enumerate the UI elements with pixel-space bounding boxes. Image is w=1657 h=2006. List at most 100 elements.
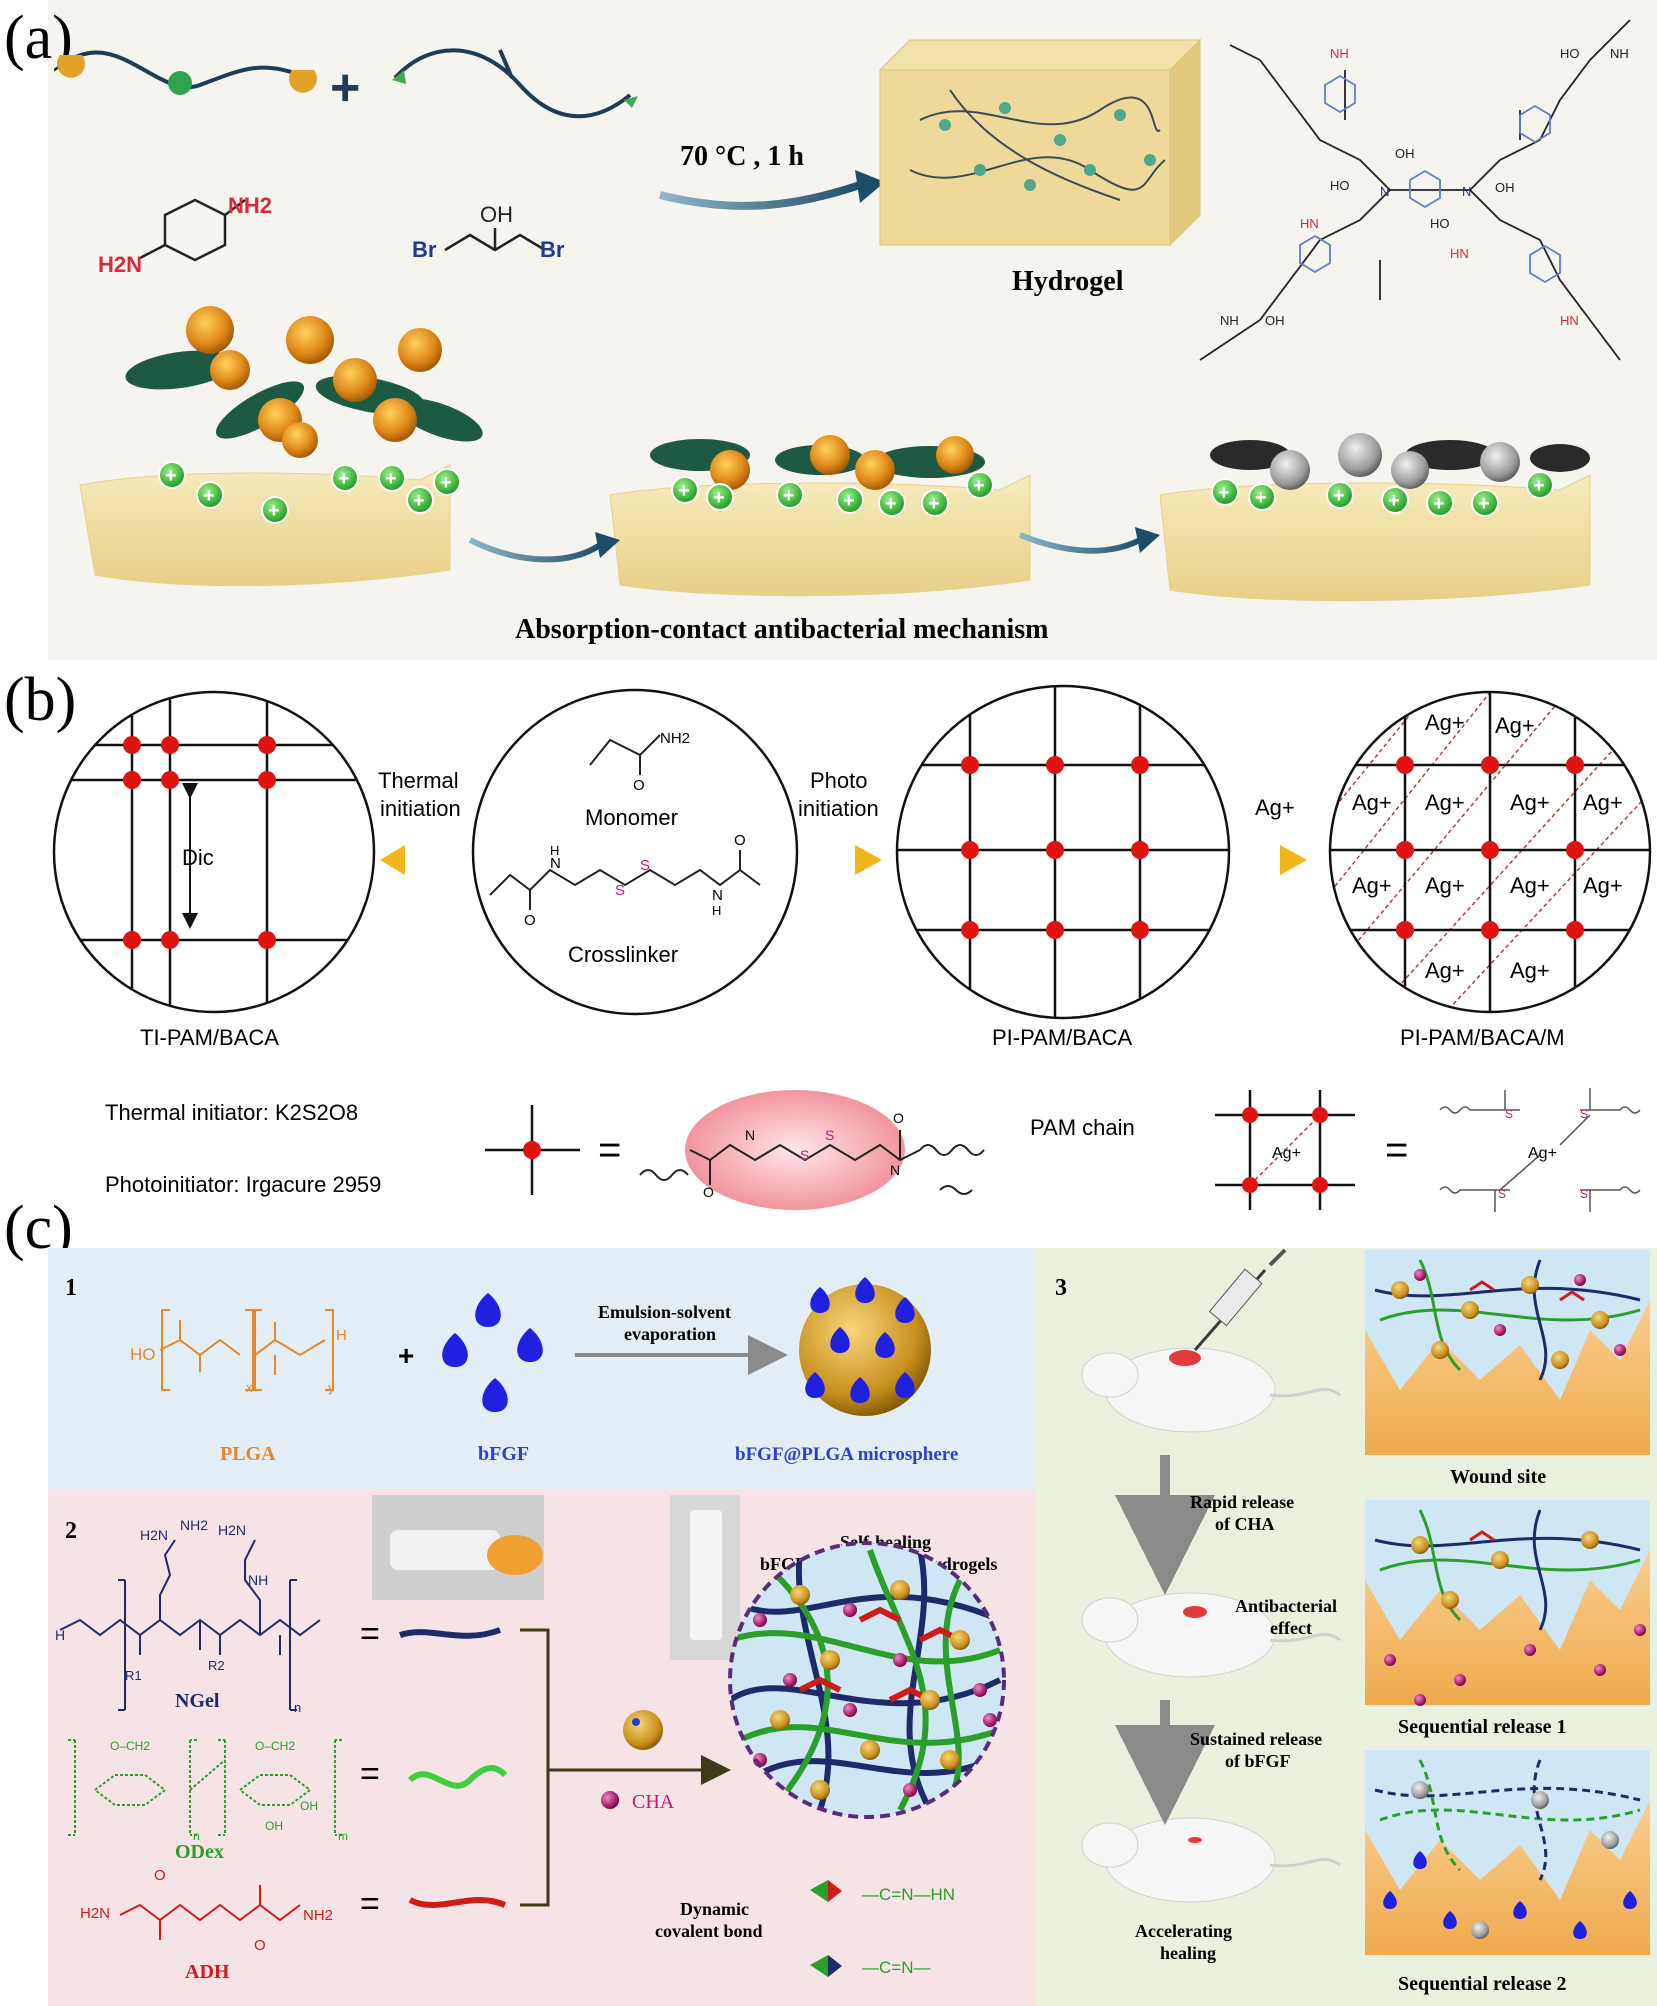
pim-network-grid bbox=[1330, 692, 1650, 1012]
net-label-hn-2: HN bbox=[1300, 216, 1319, 231]
wound1-cha-1 bbox=[1414, 1269, 1426, 1281]
odex-och2-2: O–CH2 bbox=[255, 1739, 295, 1753]
crosslink-node-6 bbox=[1046, 921, 1064, 939]
pim-crosslink-nodes bbox=[1396, 756, 1584, 939]
plga-structure bbox=[159, 1309, 334, 1391]
crosslink-node-8 bbox=[1566, 841, 1584, 859]
thermal-initiation-line2: initiation bbox=[380, 796, 461, 821]
monomer-nh2: NH2 bbox=[660, 730, 690, 747]
ag-ion-labels: Ag+Ag+Ag+Ag+Ag+Ag+Ag+Ag+Ag+Ag+Ag+Ag+ bbox=[1352, 710, 1623, 983]
adh-label: ADH bbox=[185, 1961, 230, 1983]
accelerating-line2: healing bbox=[1160, 1943, 1216, 1963]
positive-charge-sign-1: + bbox=[165, 465, 177, 487]
positive-charge-5 bbox=[378, 464, 406, 492]
pi-network-grid bbox=[897, 686, 1229, 1018]
crosslink-node-9 bbox=[258, 931, 276, 949]
positive-charge-21 bbox=[1526, 471, 1554, 499]
positive-charge-4 bbox=[331, 464, 359, 492]
net-label-oh-1: OH bbox=[1395, 146, 1415, 161]
plga-y: y bbox=[328, 1380, 335, 1395]
bfgf-drops bbox=[442, 1293, 543, 1412]
positive-charge-sign-11: + bbox=[843, 490, 855, 512]
crosslink-node-1 bbox=[961, 756, 979, 774]
photo-arrow-head bbox=[855, 845, 882, 875]
bead-green bbox=[168, 71, 192, 95]
positive-charge-sign-15: + bbox=[1218, 482, 1230, 504]
pam-chain-label: PAM chain bbox=[1030, 1115, 1135, 1140]
ag-ion-10: Ag+ bbox=[1583, 873, 1623, 898]
crosslink-node-5 bbox=[161, 771, 179, 789]
wound-panel-1 bbox=[1365, 1250, 1650, 1455]
slab-arrow-2-head bbox=[1135, 527, 1160, 553]
embedded-microsphere-1 bbox=[790, 1585, 810, 1605]
positive-charge-sign-5: + bbox=[385, 468, 397, 490]
net-label-oh-2: OH bbox=[1495, 180, 1515, 195]
slab-arrow-2 bbox=[1018, 532, 1142, 554]
positive-charge-sign-4: + bbox=[338, 468, 350, 490]
legend-s1: S bbox=[800, 1147, 809, 1163]
crosslinker-n2: N bbox=[712, 887, 723, 904]
ngel-nh2-1: NH2 bbox=[180, 1517, 208, 1533]
syringe-icon bbox=[1193, 1248, 1287, 1351]
ngel-structure bbox=[59, 1539, 321, 1711]
positive-charge-sign-12: + bbox=[885, 493, 897, 515]
ag-ion-5: Ag+ bbox=[1510, 790, 1550, 815]
adh-symbol bbox=[408, 1897, 507, 1908]
ngel-n: n bbox=[294, 1700, 301, 1715]
sustained-line1: Sustained release bbox=[1190, 1729, 1322, 1749]
label-br2: Br bbox=[540, 237, 565, 262]
microsphere-small-dot bbox=[632, 1718, 640, 1726]
positive-charge-sign-13: + bbox=[928, 493, 940, 515]
crosslink-node-4 bbox=[1046, 756, 1064, 774]
crosslink-node-8 bbox=[1131, 841, 1149, 859]
ag-s-4: S bbox=[1580, 1187, 1588, 1201]
bond-symbol-2a bbox=[810, 1955, 828, 1977]
ti-network-grid bbox=[54, 692, 374, 1012]
net-label-n-2: N bbox=[1462, 184, 1471, 199]
crosslink-node-9 bbox=[1131, 921, 1149, 939]
embedded-microsphere-9 bbox=[810, 1780, 830, 1800]
positive-charge-sign-18: + bbox=[1388, 490, 1400, 512]
ag-s-1: S bbox=[1505, 1107, 1513, 1121]
chem-diamine bbox=[139, 198, 246, 262]
wound-particles bbox=[1383, 1269, 1646, 1939]
microsphere-drop-3 bbox=[895, 1297, 915, 1323]
odex-n: n bbox=[193, 1829, 200, 1843]
plga-ho: HO bbox=[130, 1345, 156, 1364]
bacteria-cluster-2 bbox=[650, 435, 985, 490]
monomer-structure bbox=[589, 734, 661, 775]
embedded-microsphere-2 bbox=[890, 1580, 910, 1600]
crosslink-node-2 bbox=[1396, 841, 1414, 859]
crosslinker-o2: O bbox=[734, 832, 746, 849]
ngel-symbol bbox=[399, 1627, 502, 1639]
eq-sign-1: = bbox=[598, 1128, 621, 1172]
antibacterial-line2: effect bbox=[1270, 1618, 1312, 1638]
cha-dot-legend bbox=[601, 1791, 619, 1809]
end-group-triangle-right bbox=[624, 96, 638, 108]
syringe-body bbox=[690, 1510, 722, 1640]
positive-charge-sign-14: + bbox=[973, 475, 985, 497]
odex-och2-1: O–CH2 bbox=[110, 1739, 150, 1753]
ngel-eq: = bbox=[360, 1615, 380, 1653]
bond-symbol-1b bbox=[828, 1880, 842, 1902]
positive-charge-12 bbox=[878, 489, 906, 517]
net-label-n-1: N bbox=[1380, 184, 1389, 199]
ag-arrow-label: Ag+ bbox=[1255, 795, 1295, 820]
ag-arrow-head bbox=[1280, 845, 1307, 875]
wound2-cha-3 bbox=[1524, 1644, 1536, 1656]
slab-arrow-1-head bbox=[595, 532, 620, 558]
net-label-ho-1: HO bbox=[1560, 46, 1580, 61]
polymer-chain-2 bbox=[393, 48, 632, 119]
positive-charge-18 bbox=[1381, 486, 1409, 514]
node-legend-dot bbox=[523, 1141, 541, 1159]
end-group-crescent-right bbox=[289, 70, 317, 93]
label-nh2: NH2 bbox=[228, 193, 272, 218]
microsphere-drop-1 bbox=[810, 1287, 830, 1313]
crosslinker-h1: H bbox=[550, 843, 559, 858]
positive-charge-sign-19: + bbox=[1433, 493, 1445, 515]
positive-charge-1 bbox=[158, 461, 186, 489]
net-label-oh-3: OH bbox=[1265, 313, 1285, 328]
dynamic-bond-line2: covalent bond bbox=[655, 1921, 763, 1941]
emulsion-line2: evaporation bbox=[624, 1324, 716, 1344]
label-h2n: H2N bbox=[98, 252, 142, 277]
